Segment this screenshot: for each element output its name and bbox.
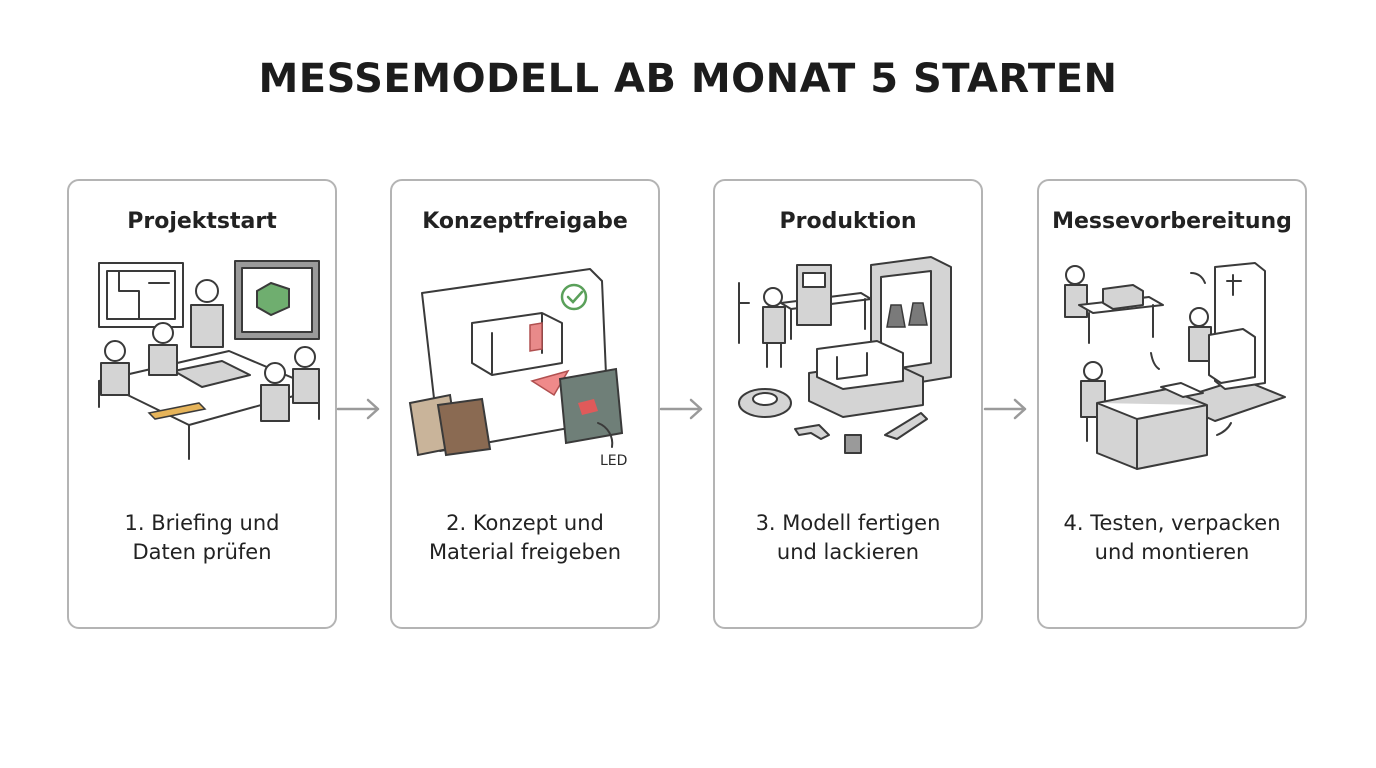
arrow-right-icon	[336, 398, 380, 420]
step-card-3: Produktion 3. Modell fertigen und lackie…	[713, 179, 983, 629]
step-heading: Projektstart	[127, 209, 277, 234]
step-heading: Produktion	[779, 209, 917, 234]
step-description: 3. Modell fertigen und lackieren	[755, 511, 941, 564]
arrow-right-icon	[983, 398, 1027, 420]
concept-approval-illustration-icon: LED	[408, 268, 627, 469]
step-card-4: Messevorbereitung 4. Testen, verpacken u…	[1037, 179, 1307, 629]
production-illustration-icon	[738, 256, 952, 454]
step-heading: Konzeptfreigabe	[422, 209, 628, 234]
packing-illustration-icon	[1064, 262, 1286, 470]
step-description: 1. Briefing und Daten prüfen	[124, 511, 280, 564]
step-heading: Messevorbereitung	[1052, 209, 1292, 234]
meeting-illustration-icon	[98, 260, 320, 460]
step-card-2: Konzeptfreigabe LED 2. Konzept und Mater…	[390, 179, 660, 629]
step-description: 4. Testen, verpacken und montieren	[1063, 511, 1281, 564]
page-title: MESSEMODELL AB MONAT 5 STARTEN	[258, 56, 1118, 102]
arrow-right-icon	[659, 398, 703, 420]
led-label: LED	[600, 453, 627, 469]
step-description: 2. Konzept und Material freigeben	[428, 511, 622, 564]
step-card-1: Projektstart 1. Briefing und Daten prüfe…	[67, 179, 337, 629]
